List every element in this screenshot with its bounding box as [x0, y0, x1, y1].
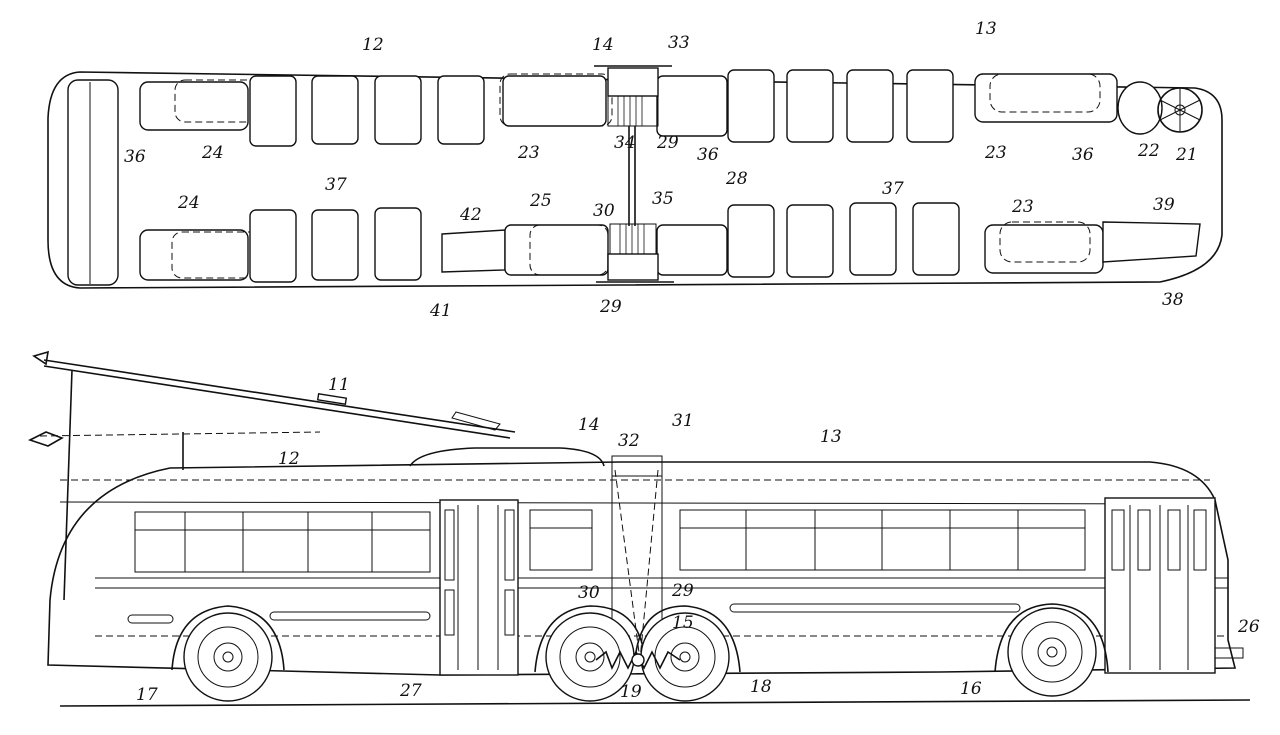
plan_labels-ref-label: 24: [177, 193, 200, 213]
steering-wheel-icon: [1117, 81, 1203, 135]
plan_labels-ref-label: 36: [697, 145, 719, 165]
side_labels-ref-label: 32: [618, 431, 640, 451]
plan_labels-ref-label: 41: [429, 301, 452, 321]
articulation-joint-plan: [594, 65, 674, 283]
coupling-spring: [595, 650, 681, 670]
wheel-17: [171, 605, 285, 702]
plan_labels-ref-label: 12: [362, 35, 384, 55]
side_labels-ref-label: 26: [1237, 617, 1260, 637]
reference-labels: 12 14 33 13 36 24 23 34 29 36 23 36 22 21 28 24 37 42 25 30…: [124, 19, 1260, 705]
plan_labels-ref-label: 25: [529, 191, 552, 211]
plan_labels-ref-label: 33: [668, 33, 690, 53]
front-section-windows: [529, 509, 1086, 571]
side_labels-ref-label: 16: [960, 679, 982, 699]
wheel-18: [634, 605, 741, 702]
upper-seat-row: [139, 69, 1118, 147]
plan_labels-ref-label: 37: [882, 179, 904, 199]
side-view: [27, 350, 1251, 707]
plan_labels-ref-label: 13: [975, 19, 997, 39]
plan_labels-ref-label: 42: [459, 205, 482, 225]
side_labels-ref-label: 12: [278, 449, 300, 469]
plan_labels-ref-label: 23: [517, 143, 540, 163]
side_labels-ref-label: 29: [671, 581, 694, 601]
wheel-16: [994, 603, 1109, 697]
rear-section-windows: [134, 511, 431, 573]
side_labels-ref-label: 30: [578, 583, 600, 603]
front-door: [1104, 497, 1216, 674]
side_labels-ref-label: 17: [136, 685, 158, 705]
side_labels-ref-label: 15: [672, 613, 694, 633]
plan_labels-ref-label: 37: [325, 175, 347, 195]
plan_labels-ref-label: 28: [725, 169, 748, 189]
plan_labels-ref-label: 23: [1011, 197, 1034, 217]
plan_labels-ref-label: 38: [1162, 290, 1184, 310]
ground-line: [59, 699, 1251, 707]
side_labels-ref-label: 31: [672, 411, 694, 431]
plan_labels-ref-label: 35: [652, 189, 674, 209]
side_labels-ref-label: 13: [820, 427, 842, 447]
side_labels-ref-label: 19: [620, 682, 642, 702]
plan_labels-ref-label: 14: [592, 35, 614, 55]
side_labels-ref-label: 14: [578, 415, 600, 435]
lower-seat-row: [139, 202, 1201, 283]
plan_labels-ref-label: 36: [1072, 145, 1094, 165]
plan_labels-ref-label: 34: [614, 133, 636, 153]
plan_labels-ref-label: 36: [124, 147, 146, 167]
plan_labels-ref-label: 21: [1175, 145, 1198, 165]
plan_labels-ref-label: 39: [1153, 195, 1175, 215]
rear-bench-seat: [67, 79, 119, 286]
plan-view: [47, 65, 1223, 289]
plan_labels-ref-label: 29: [599, 297, 622, 317]
side_labels-ref-label: 18: [750, 677, 772, 697]
side_labels-ref-label: 27: [399, 681, 422, 701]
plan-body-outline: [47, 71, 1223, 289]
plan_labels-ref-label: 30: [593, 201, 615, 221]
plan_labels-ref-label: 24: [201, 143, 224, 163]
rear-door: [439, 499, 519, 676]
side_labels-ref-label: 11: [328, 375, 350, 395]
trolley-poles: [27, 350, 516, 601]
plan_labels-ref-label: 22: [1137, 141, 1160, 161]
plan_labels-ref-label: 29: [656, 133, 679, 153]
plan_labels-ref-label: 23: [984, 143, 1007, 163]
wheel-rear-tandem: [534, 605, 646, 702]
